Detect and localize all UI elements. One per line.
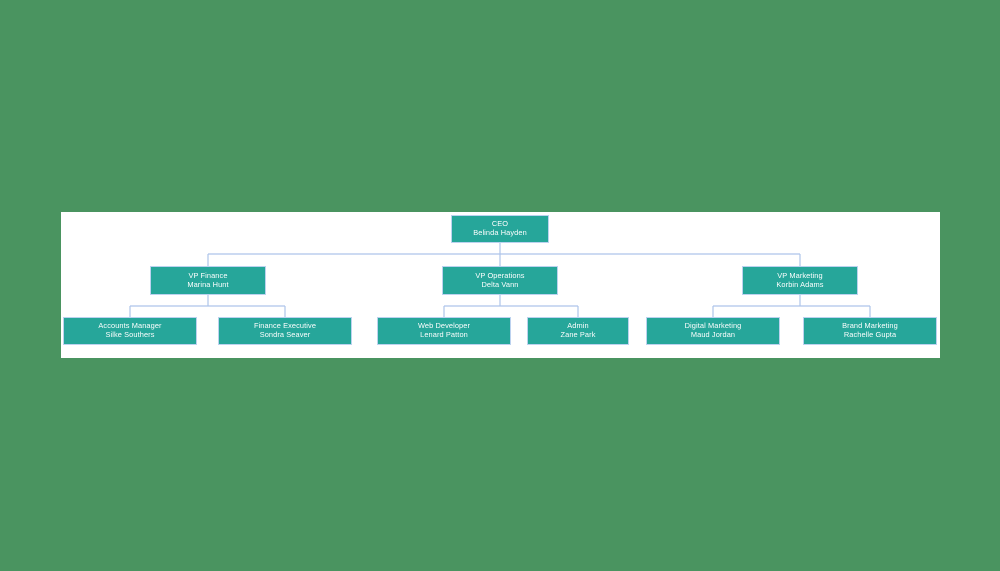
org-node-person: Korbin Adams: [776, 279, 824, 289]
org-node-accounts-manager[interactable]: Accounts Manager Silke Southers: [63, 317, 197, 345]
org-node-admin[interactable]: Admin Zane Park: [527, 317, 629, 345]
org-node-vp-operations[interactable]: VP Operations Delta Vann: [442, 266, 558, 295]
org-chart-connectors: [129, 243, 871, 317]
org-node-person: Sondra Seaver: [259, 330, 311, 339]
org-node-vp-finance[interactable]: VP Finance Marina Hunt: [150, 266, 266, 295]
org-node-person: Maud Jordan: [690, 330, 736, 339]
org-node-role: Finance Executive: [253, 321, 317, 331]
org-node-person: Marina Hunt: [187, 279, 229, 289]
org-node-person: Rachelle Gupta: [843, 330, 897, 339]
org-node-role: Accounts Manager: [98, 321, 162, 331]
org-node-finance-executive[interactable]: Finance Executive Sondra Seaver: [218, 317, 352, 345]
org-node-web-developer[interactable]: Web Developer Lenard Patton: [377, 317, 511, 345]
org-node-role: VP Finance: [188, 270, 228, 280]
org-chart-canvas: CEO Belinda Hayden VP Finance Marina Hun…: [61, 212, 940, 358]
org-node-role: Admin: [567, 321, 589, 331]
org-node-vp-marketing[interactable]: VP Marketing Korbin Adams: [742, 266, 858, 295]
org-node-person: Belinda Hayden: [473, 228, 527, 237]
org-node-person: Zane Park: [560, 330, 596, 339]
org-node-role: Web Developer: [417, 321, 471, 331]
org-node-person: Lenard Patton: [420, 330, 468, 339]
org-node-role: Brand Marketing: [842, 321, 898, 331]
org-node-role: VP Marketing: [777, 270, 823, 280]
org-node-role: Digital Marketing: [684, 321, 742, 331]
org-node-role: VP Operations: [475, 270, 525, 280]
org-node-person: Silke Southers: [105, 330, 155, 339]
org-node-person: Delta Vann: [481, 279, 519, 289]
org-node-brand-marketing[interactable]: Brand Marketing Rachelle Gupta: [803, 317, 937, 345]
org-node-role: CEO: [491, 219, 509, 229]
org-node-ceo[interactable]: CEO Belinda Hayden: [451, 215, 549, 243]
org-node-digital-marketing[interactable]: Digital Marketing Maud Jordan: [646, 317, 780, 345]
